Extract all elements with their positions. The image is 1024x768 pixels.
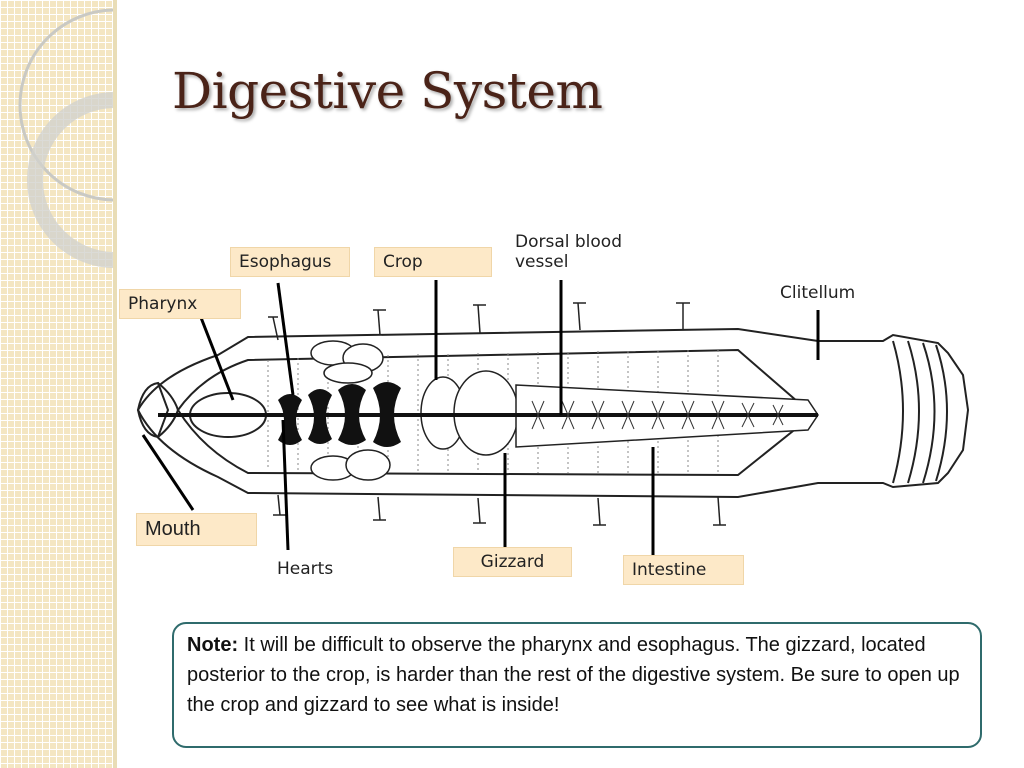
esophagus-leader [276,282,295,396]
decorative-side-panel [0,0,117,768]
label-mouth: Mouth [136,513,257,546]
branch-vessels [531,400,784,430]
label-clitellum: Clitellum [780,283,856,303]
note-lead: Note: [187,634,239,656]
slide-title: Digestive System [172,62,603,120]
leader-lines [141,280,820,555]
label-intestine: Intestine [623,555,744,585]
seminal-vesicles [310,340,391,481]
decorative-circle-lower [27,92,113,268]
decorative-circles [18,8,113,268]
label-dorsal-blood-vessel-line2: vessel [515,252,569,272]
label-dorsal-blood-vessel-line1: Dorsal blood [515,232,622,252]
pharynx-leader [198,314,235,401]
dissection-pins [268,302,726,526]
label-gizzard: Gizzard [453,547,572,577]
mouth-leader [141,434,195,511]
label-crop: Crop [374,247,492,277]
earthworm-diagram [136,280,970,555]
note-text: It will be difficult to observe the phar… [187,634,960,716]
decorative-circle-upper [18,8,113,202]
label-dorsal-blood-vessel: Dorsal blood vessel [515,232,622,272]
label-pharynx: Pharynx [119,289,241,319]
hearts-leader [281,419,290,551]
note-box: Note: It will be difficult to observe th… [172,622,982,748]
label-hearts: Hearts [277,559,334,579]
label-esophagus: Esophagus [230,247,350,277]
